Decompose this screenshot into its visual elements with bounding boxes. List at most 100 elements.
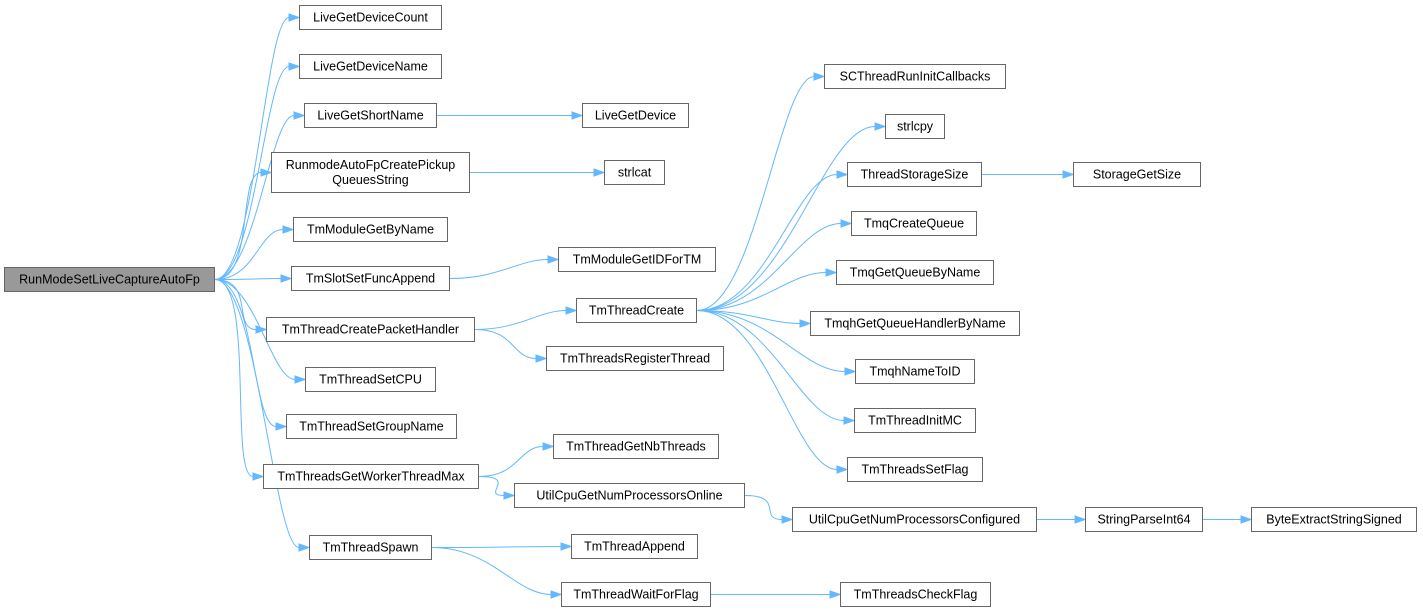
- node-live-get-device-name[interactable]: LiveGetDeviceName: [299, 54, 442, 79]
- edge-n3-n12: [437, 111, 584, 120]
- node-label: strlcpy: [897, 120, 934, 134]
- node-tm-thread-get-nb-threads[interactable]: TmThreadGetNbThreads: [553, 434, 719, 459]
- node-box: [1251, 507, 1417, 532]
- node-tm-slot-set-func-append[interactable]: TmSlotSetFuncAppend: [291, 266, 450, 291]
- node-box: [1073, 162, 1201, 187]
- edge-n15-n21: [696, 72, 826, 311]
- node-label: strlcat: [618, 166, 652, 180]
- edge-n15-n24: [696, 219, 853, 311]
- node-tm-module-get-by-name[interactable]: TmModuleGetByName: [293, 217, 448, 242]
- node-label: StorageGetSize: [1093, 168, 1181, 182]
- edge-n0-n1: [214, 13, 301, 280]
- node-tmq-get-queue-by-name[interactable]: TmqGetQueueByName: [836, 260, 994, 285]
- node-label: TmThreadsGetWorkerThreadMax: [277, 470, 465, 484]
- node-tm-thread-create-packet-handler[interactable]: TmThreadCreatePacketHandler: [266, 317, 475, 342]
- node-thread-storage-size[interactable]: ThreadStorageSize: [847, 162, 982, 187]
- node-box: [885, 114, 945, 139]
- node-util-cpu-get-num-processors-configured[interactable]: UtilCpuGetNumProcessorsConfigured: [792, 507, 1037, 532]
- edge-n15-n27: [696, 310, 857, 376]
- node-box: [840, 582, 991, 607]
- edge-n11-n20: [431, 547, 563, 599]
- node-string-parse-int64[interactable]: StringParseInt64: [1085, 507, 1203, 532]
- node-live-get-short-name[interactable]: LiveGetShortName: [304, 103, 437, 128]
- node-label: TmqhNameToID: [870, 365, 961, 379]
- node-label: TmThreadsSetFlag: [862, 463, 969, 477]
- node-tm-threads-get-worker-thread-max[interactable]: TmThreadsGetWorkerThreadMax: [263, 464, 479, 489]
- node-label: LiveGetDevice: [595, 109, 676, 123]
- edge-n7-n16: [474, 329, 548, 363]
- node-box: [304, 103, 437, 128]
- node-box: [299, 5, 442, 30]
- edge-n10-n17: [478, 442, 555, 477]
- node-label: ThreadStorageSize: [861, 168, 969, 182]
- node-label: TmThreadWaitForFlag: [573, 588, 698, 602]
- edge-n0-n8: [214, 279, 307, 384]
- node-box: [271, 152, 470, 193]
- node-box: [305, 367, 436, 392]
- edge-n0-n9: [214, 279, 288, 431]
- node-tm-threads-register-thread[interactable]: TmThreadsRegisterThread: [546, 346, 724, 371]
- node-tm-module-get-idfor-tm[interactable]: TmModuleGetIDForTM: [558, 247, 716, 272]
- node-box: [604, 160, 665, 185]
- node-label: SCThreadRunInitCallbacks: [840, 70, 991, 84]
- node-box: [582, 103, 689, 128]
- node-tmq-create-queue[interactable]: TmqCreateQueue: [851, 211, 977, 236]
- node-box: [291, 266, 450, 291]
- node-label: UtilCpuGetNumProcessorsConfigured: [809, 513, 1020, 527]
- edge-n0-n3: [214, 111, 306, 280]
- node-tm-thread-create[interactable]: TmThreadCreate: [576, 298, 697, 323]
- node-tm-threads-set-flag[interactable]: TmThreadsSetFlag: [847, 457, 983, 482]
- node-box: [561, 582, 711, 607]
- node-label: TmThreadsRegisterThread: [560, 352, 710, 366]
- edge-n7-n15: [474, 306, 578, 330]
- edge-n0-n10: [214, 279, 265, 481]
- node-tmqh-get-queue-handler-by-name[interactable]: TmqhGetQueueHandlerByName: [810, 311, 1020, 336]
- node-box: [309, 535, 432, 560]
- node-strlcpy[interactable]: strlcpy: [885, 114, 945, 139]
- node-tm-thread-init-mc[interactable]: TmThreadInitMC: [854, 408, 976, 433]
- node-tm-thread-wait-for-flag[interactable]: TmThreadWaitForFlag: [561, 582, 711, 607]
- node-box: [558, 247, 716, 272]
- node-box: [571, 534, 698, 559]
- edge-n10-n18: [478, 476, 516, 500]
- edge-n15-n22: [696, 122, 887, 311]
- node-label: TmqhGetQueueHandlerByName: [824, 317, 1005, 331]
- node-label: RunmodeAutoFpCreatePickup: [286, 158, 456, 172]
- node-tm-threads-check-flag[interactable]: TmThreadsCheckFlag: [840, 582, 991, 607]
- node-box: [855, 359, 975, 384]
- node-tm-thread-set-cpu[interactable]: TmThreadSetCPU: [305, 367, 436, 392]
- node-label: TmThreadsCheckFlag: [854, 588, 978, 602]
- node-run-mode-set-live-capture-auto-fp[interactable]: RunModeSetLiveCaptureAutoFp: [4, 267, 215, 292]
- node-byte-extract-string-signed[interactable]: ByteExtractStringSigned: [1251, 507, 1417, 532]
- edges-layer: [214, 13, 1253, 599]
- node-box: [854, 408, 976, 433]
- node-scthread-run-init-callbacks[interactable]: SCThreadRunInitCallbacks: [824, 64, 1006, 89]
- node-live-get-device-count[interactable]: LiveGetDeviceCount: [299, 5, 442, 30]
- node-box: [851, 211, 977, 236]
- node-box: [286, 414, 457, 439]
- node-tm-thread-append[interactable]: TmThreadAppend: [571, 534, 698, 559]
- node-label: RunModeSetLiveCaptureAutoFp: [19, 273, 200, 287]
- node-label: TmModuleGetIDForTM: [573, 253, 702, 267]
- node-strlcat[interactable]: strlcat: [604, 160, 665, 185]
- node-box: [576, 298, 697, 323]
- node-live-get-device[interactable]: LiveGetDevice: [582, 103, 689, 128]
- node-label: StringParseInt64: [1097, 513, 1190, 527]
- node-box: [514, 483, 745, 508]
- edge-n0-n5: [214, 225, 295, 280]
- node-box: [553, 434, 719, 459]
- node-label: TmThreadSpawn: [323, 541, 419, 555]
- edge-n0-n6: [214, 274, 293, 283]
- node-label: TmqCreateQueue: [864, 217, 964, 231]
- node-tm-thread-set-group-name[interactable]: TmThreadSetGroupName: [286, 414, 457, 439]
- node-tm-thread-spawn[interactable]: TmThreadSpawn: [309, 535, 432, 560]
- node-label: TmqGetQueueByName: [850, 266, 981, 280]
- node-label: LiveGetDeviceCount: [313, 11, 428, 25]
- node-box: [847, 457, 983, 482]
- node-label: TmThreadSetGroupName: [299, 420, 444, 434]
- node-box: [263, 464, 479, 489]
- node-util-cpu-get-num-processors-online[interactable]: UtilCpuGetNumProcessorsOnline: [514, 483, 745, 508]
- node-storage-get-size[interactable]: StorageGetSize: [1073, 162, 1201, 187]
- node-tmqh-name-to-id[interactable]: TmqhNameToID: [855, 359, 975, 384]
